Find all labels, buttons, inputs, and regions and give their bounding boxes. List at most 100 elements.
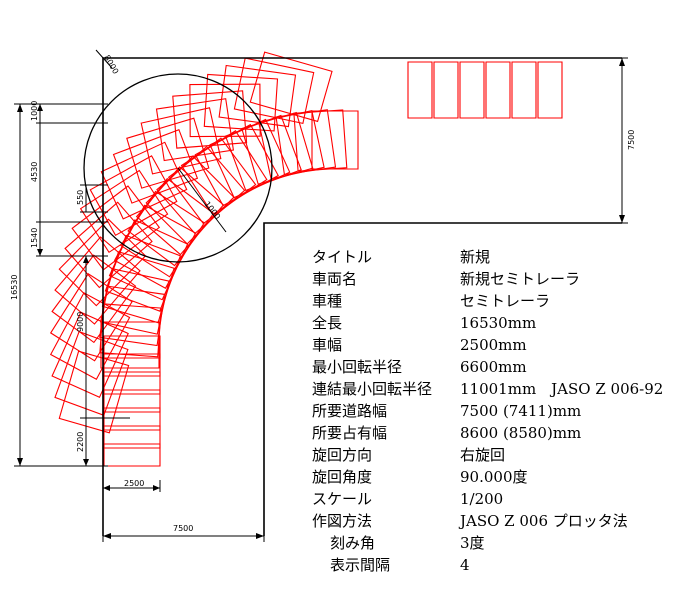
spec-row: 最小回転半径 6600mm bbox=[312, 356, 663, 378]
spec-value: 新規 bbox=[460, 248, 491, 266]
dim-right-height: 7500 bbox=[627, 130, 636, 150]
spec-value: 3度 bbox=[460, 534, 485, 552]
spec-key: 旋回方向 bbox=[312, 446, 373, 464]
vehicle-outline bbox=[224, 114, 302, 192]
vehicle-spec-table: タイトル 新規車両名 新規セミトレーラ車種 セミトレーラ全長 16530mm 車幅 2500… bbox=[312, 246, 663, 576]
dim-seg-c: 1540 bbox=[30, 228, 39, 248]
vehicle-outline bbox=[103, 353, 161, 377]
vehicle-outline bbox=[49, 273, 133, 362]
vehicle-outline bbox=[459, 61, 485, 119]
spec-key: タイトル bbox=[312, 248, 373, 266]
spec-value: 4 bbox=[460, 556, 470, 574]
spec-row: 旋回角度 90.000度 bbox=[312, 466, 663, 488]
vehicle-outline bbox=[58, 350, 130, 434]
dimension-arrows bbox=[17, 58, 625, 539]
vehicle-outline bbox=[311, 110, 359, 170]
vehicle-outline bbox=[103, 425, 161, 449]
dim-seg-d: 9000 bbox=[76, 312, 85, 332]
dim-top-offset: 8000 bbox=[102, 54, 120, 76]
vehicle-outline bbox=[511, 61, 537, 119]
spec-key: 車幅 bbox=[312, 336, 343, 354]
spec-row: スケール 1/200 bbox=[312, 488, 663, 510]
spec-value: 2500mm bbox=[460, 336, 527, 354]
vehicle-outline bbox=[100, 141, 188, 220]
dimension-lines bbox=[14, 49, 628, 542]
vehicle-outline bbox=[54, 330, 129, 417]
spec-value: 11001mm JASO Z 006-92 bbox=[460, 380, 664, 398]
vehicle-outline bbox=[103, 407, 161, 431]
spec-key: スケール bbox=[312, 490, 373, 508]
spec-row: タイトル 新規 bbox=[312, 246, 663, 268]
vehicle-outline bbox=[49, 292, 131, 380]
vehicle-outline bbox=[485, 61, 511, 119]
spec-key: 車両名 bbox=[312, 270, 358, 288]
spec-value: 90.000度 bbox=[460, 468, 528, 486]
spec-key: 車種 bbox=[312, 292, 343, 310]
vehicle-outline bbox=[89, 155, 178, 237]
vehicle-outline bbox=[103, 389, 161, 413]
vehicle-outline bbox=[51, 254, 137, 344]
swept-path-traces bbox=[49, 51, 563, 467]
spec-value: 16530mm bbox=[460, 314, 537, 332]
spec-key: 連結最小回転半径 bbox=[312, 380, 433, 398]
vehicle-outline bbox=[293, 109, 348, 172]
spec-key: 刻み角 bbox=[330, 534, 376, 552]
dim-left-total: 16530 bbox=[10, 275, 19, 300]
dim-seg-b: 4530 bbox=[30, 162, 39, 182]
vehicle-outline bbox=[99, 303, 162, 358]
spec-row: 車両名 新規セミトレーラ bbox=[312, 268, 663, 290]
vehicle-outline bbox=[79, 169, 169, 254]
spec-row: 車種 セミトレーラ bbox=[312, 290, 663, 312]
spec-key: 表示間隔 bbox=[330, 556, 391, 574]
vehicle-outline bbox=[126, 117, 210, 189]
spec-row: 作図方法 JASO Z 006 プロッタ法 bbox=[312, 510, 663, 532]
spec-row: 所要占有幅 8600 (8580)mm bbox=[312, 422, 663, 444]
vehicle-outline bbox=[203, 73, 279, 132]
spec-value: JASO Z 006 プロッタ法 bbox=[460, 512, 628, 530]
vehicle-outline bbox=[155, 98, 235, 162]
spec-key: 全長 bbox=[312, 314, 343, 332]
spec-row: 車幅 2500mm bbox=[312, 334, 663, 356]
spec-value: 右旋回 bbox=[460, 446, 506, 464]
vehicle-outline bbox=[172, 90, 248, 149]
vehicle-outline bbox=[112, 128, 199, 204]
vehicle-outline bbox=[64, 201, 153, 289]
spec-row: 連結最小回転半径 11001mm JASO Z 006-92 bbox=[312, 378, 663, 400]
spec-key: 旋回角度 bbox=[312, 468, 373, 486]
vehicle-outline bbox=[407, 61, 433, 119]
spec-row: 全長 16530mm bbox=[312, 312, 663, 334]
dim-width-bottom: 2500 bbox=[124, 479, 144, 488]
vehicle-outline bbox=[249, 51, 333, 123]
turning-circle bbox=[83, 73, 273, 263]
spec-value: セミトレーラ bbox=[460, 292, 551, 310]
spec-key: 所要道路幅 bbox=[312, 402, 388, 420]
vehicle-outline bbox=[140, 107, 222, 175]
vehicle-outline bbox=[537, 61, 563, 119]
spec-key: 最小回転半径 bbox=[312, 358, 403, 376]
vehicle-outline bbox=[103, 443, 161, 467]
spec-key: 所要占有幅 bbox=[312, 424, 388, 442]
dim-seg-e: 2200 bbox=[76, 432, 85, 452]
vehicle-outline bbox=[218, 64, 297, 128]
vehicle-outline bbox=[189, 83, 261, 138]
spec-value: 新規セミトレーラ bbox=[460, 270, 581, 288]
vehicle-outline bbox=[233, 57, 315, 125]
spec-value: 1/200 bbox=[460, 490, 504, 508]
dim-seg-a: 1000 bbox=[30, 101, 39, 121]
spec-key: 作図方法 bbox=[312, 512, 373, 530]
spec-row: 表示間隔 4 bbox=[312, 554, 663, 576]
vehicle-outline bbox=[433, 61, 459, 119]
dim-road-bottom: 7500 bbox=[173, 524, 193, 533]
radius-line bbox=[177, 167, 227, 233]
vehicle-outline bbox=[103, 371, 161, 395]
spec-value: 6600mm bbox=[460, 358, 527, 376]
spec-row: 刻み角 3度 bbox=[312, 532, 663, 554]
spec-value: 8600 (8580)mm bbox=[460, 424, 582, 442]
dim-small-gap: 550 bbox=[76, 190, 85, 205]
vehicle-outline bbox=[51, 311, 129, 399]
vehicle-outline bbox=[54, 236, 141, 325]
spec-row: 旋回方向 右旋回 bbox=[312, 444, 663, 466]
